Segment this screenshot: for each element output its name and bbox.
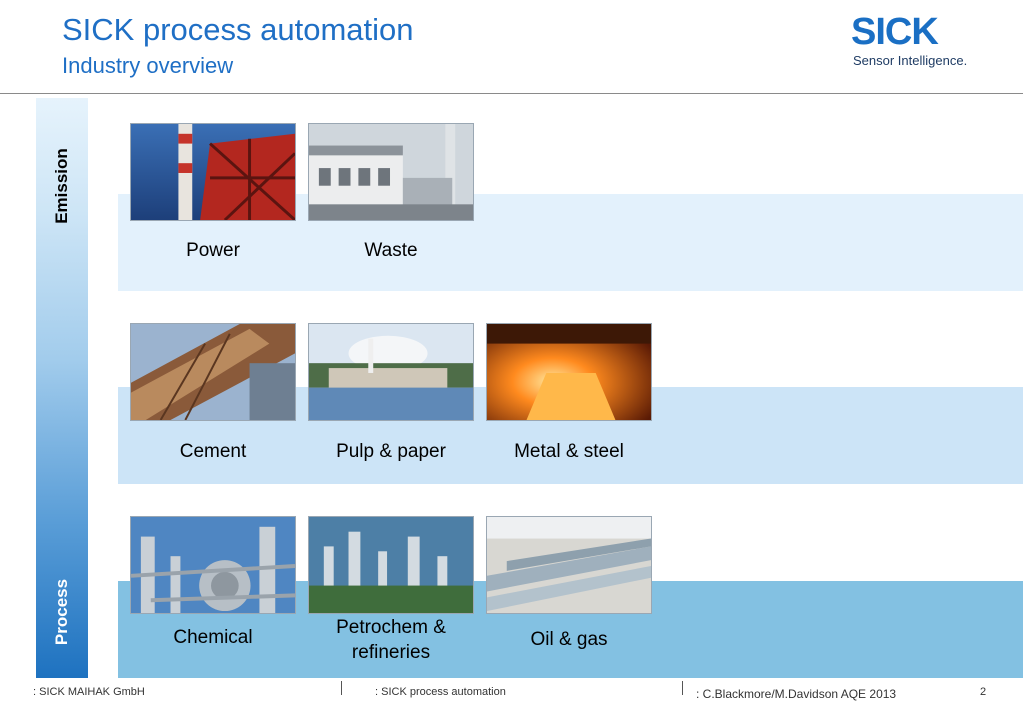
logo-tagline: Sensor Intelligence. (853, 53, 968, 68)
industry-label: Chemical (173, 627, 253, 648)
page-number: 2 (980, 686, 987, 698)
oil-gas-pipeline-photo (486, 516, 652, 614)
waste-plant-photo (308, 123, 474, 221)
footer-authors: : C.Blackmore/M.Davidson AQE 2013 (696, 687, 897, 701)
slide-subtitle: Industry overview (62, 53, 234, 78)
footer-divider (682, 681, 683, 695)
industry-label: Waste (364, 240, 418, 261)
cement-kiln-photo (130, 323, 296, 421)
footer-topic: : SICK process automation (375, 686, 506, 698)
logo-wordmark: SICK (851, 11, 939, 53)
axis-label-process: Process (52, 578, 71, 646)
industry-label: Petrochem & refineries (336, 617, 446, 663)
axis-label-emission: Emission (52, 148, 71, 224)
footer-company: : SICK MAIHAK GmbH (33, 686, 145, 698)
footer-divider (341, 681, 342, 695)
power-plant-photo (130, 123, 296, 221)
industry-label: Oil & gas (530, 629, 608, 650)
industry-label: Power (186, 240, 240, 261)
industry-label: Pulp & paper (336, 441, 446, 462)
petrochem-refinery-photo (308, 516, 474, 614)
pulp-paper-mill-photo (308, 323, 474, 421)
header-divider (0, 93, 1023, 94)
industry-label: Cement (179, 441, 247, 462)
sick-logo: SICK Sensor Intelligence. (851, 12, 1001, 72)
chemical-plant-photo (130, 516, 296, 614)
slide-title: SICK process automation (62, 12, 414, 47)
industry-label: Metal & steel (514, 441, 624, 462)
metal-steel-photo (486, 323, 652, 421)
emission-process-gradient-bar (36, 98, 88, 678)
